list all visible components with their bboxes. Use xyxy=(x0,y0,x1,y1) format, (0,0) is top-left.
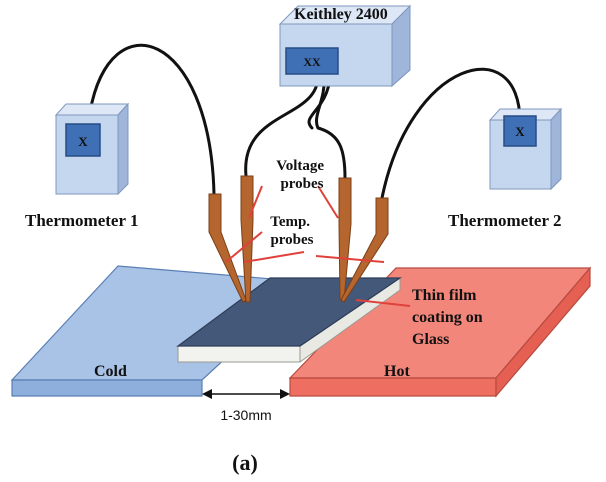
thin-film-label-line-3: Glass xyxy=(412,331,449,348)
probes xyxy=(208,175,389,303)
keithley-display-value: XX xyxy=(303,55,321,69)
thermometer-1: X xyxy=(54,102,130,196)
keithley-2400: XX xyxy=(278,4,412,88)
cables xyxy=(88,43,522,200)
cable-thermometer-1 xyxy=(88,43,216,196)
hot-label: Hot xyxy=(384,363,410,380)
cable-keithley-left xyxy=(244,74,320,178)
voltage-probes-label: Voltage probes xyxy=(276,158,328,192)
cable-thermometer-2 xyxy=(380,67,522,200)
figure-caption: (a) xyxy=(232,450,258,475)
cable-keithley-right-a xyxy=(315,74,347,180)
thermometer-2-display-value: X xyxy=(515,124,525,139)
glass-substrate xyxy=(177,277,401,363)
temp-probe-2 xyxy=(340,197,389,303)
keithley-display xyxy=(285,47,339,75)
thermometer-2-display xyxy=(503,115,537,147)
hot-block xyxy=(288,266,592,398)
voltage-probes-label-line-2: probes xyxy=(280,176,323,192)
temp-probes-label: Temp. probes xyxy=(270,214,314,248)
voltage-probes-label-line-1: Voltage xyxy=(276,158,324,174)
gap-label: 1-30mm xyxy=(220,407,271,423)
temp-probes-label-line-1: Temp. xyxy=(270,214,310,230)
thin-film-label-line-2: coating on xyxy=(412,309,483,326)
thermometer-1-display xyxy=(65,123,101,157)
temp-probes-label-line-2: probes xyxy=(270,232,313,248)
thin-film-label: Thin film coating on Glass xyxy=(412,287,487,348)
cold-label: Cold xyxy=(94,363,127,380)
thermometer-1-label: Thermometer 1 xyxy=(25,211,138,230)
thermometer-2: X xyxy=(488,107,563,191)
thermometer-2-label: Thermometer 2 xyxy=(448,211,561,230)
gap-dimension-arrow xyxy=(202,389,290,399)
thin-film-label-line-1: Thin film xyxy=(412,287,477,304)
thermometer-1-display-value: X xyxy=(78,134,88,149)
pointer-lines xyxy=(225,185,411,307)
keithley-label: Keithley 2400 xyxy=(294,6,388,23)
voltage-probe-1 xyxy=(240,175,254,303)
